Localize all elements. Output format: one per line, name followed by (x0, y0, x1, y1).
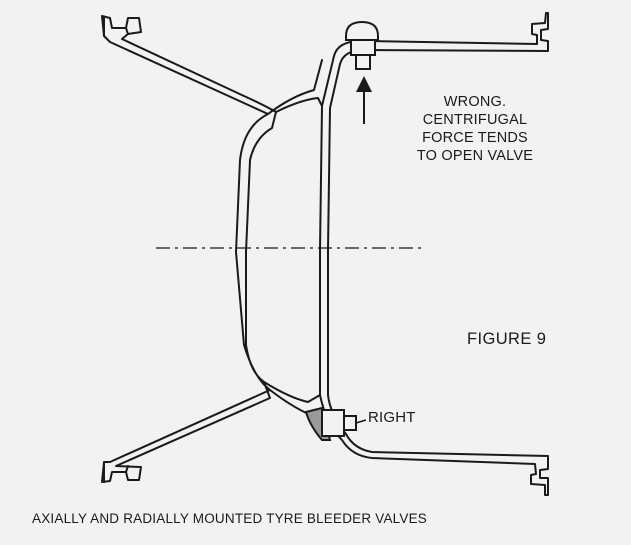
axial-valve-right (304, 406, 357, 441)
figure-label: FIGURE 9 (467, 330, 547, 348)
wrong-annotation-line-4: TO OPEN VALVE (416, 148, 534, 164)
radial-valve-cap (345, 20, 379, 41)
wheel-disc-upper (267, 59, 323, 115)
radial-valve-nut (350, 39, 376, 56)
wheel-rim-outer-profile (101, 15, 277, 483)
wheel-rim-right-profile (319, 12, 549, 496)
radial-valve-wrong (345, 20, 379, 70)
wrong-annotation-line-3: FORCE TENDS (422, 130, 528, 146)
wrong-annotation-line-2: CENTRIFUGAL (422, 112, 528, 128)
axial-valve-nut (321, 409, 345, 437)
wrong-annotation: WRONG. CENTRIFUGAL FORCE TENDS TO OPEN V… (400, 93, 550, 165)
force-arrow (356, 76, 372, 124)
figure-caption: AXIALLY AND RADIALLY MOUNTED TYRE BLEEDE… (32, 511, 427, 526)
radial-valve-stem (355, 54, 371, 70)
wrong-annotation-line-1: WRONG. (443, 94, 507, 110)
wheel-flange-left-bottom (103, 461, 129, 483)
right-annotation: RIGHT (368, 409, 416, 426)
right-leader-line (355, 419, 367, 424)
wheel-flange-left-top (103, 17, 129, 37)
axial-valve-stem (343, 415, 357, 431)
